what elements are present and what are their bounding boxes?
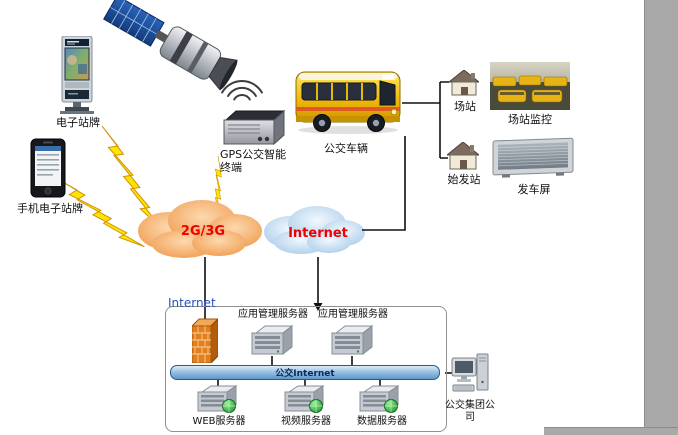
bus-label: 公交车辆: [324, 142, 368, 155]
datacenter-box: [165, 306, 447, 432]
cloud-internet-label: Internet: [288, 226, 348, 241]
company-label: 公交集团公司: [445, 400, 495, 423]
app-server-1-icon: [250, 324, 294, 356]
web-server-icon: [196, 384, 240, 414]
station-monitor-label: 场站监控: [508, 113, 552, 126]
web-server-label: WEB服务器: [192, 416, 246, 427]
gps-terminal-label-line2: 终端: [220, 161, 242, 175]
data-server-label: 数据服务器: [357, 416, 407, 427]
kiosk-label: 电子站牌: [56, 116, 100, 129]
phone-label: 手机电子站牌: [17, 202, 83, 215]
station-label: 场站: [454, 100, 476, 113]
gps-terminal-label: GPS公交智能 终端: [220, 148, 304, 174]
firewall-icon: [190, 317, 220, 365]
kiosk-icon: [52, 35, 102, 114]
led-screen-icon: [492, 136, 576, 180]
gps-terminal-icon: [222, 108, 286, 146]
app-server-1-label: 应用管理服务器: [238, 309, 308, 320]
origin-station-label: 始发站: [447, 173, 481, 186]
connector-server-stubs: [217, 356, 381, 386]
wifi-signal-icon: [221, 80, 263, 101]
phone-icon: [30, 138, 66, 198]
network-bus-label: 公交Internet: [275, 369, 335, 379]
satellite-icon: [103, 0, 238, 91]
data-server-icon: [358, 384, 402, 414]
connector-bus-to-stations: [402, 81, 449, 159]
workstation-icon: [450, 352, 490, 394]
cloud-2g3g-label: 2G/3G: [180, 224, 226, 239]
network-bus-bar: 公交Internet: [170, 365, 440, 380]
page-gutter-bottom: [544, 427, 678, 435]
video-server-icon: [283, 384, 327, 414]
station-house-icon: [447, 69, 481, 96]
app-server-2-label: 应用管理服务器: [318, 309, 388, 320]
page-gutter-right: [644, 0, 678, 435]
video-server-label: 视频服务器: [281, 416, 331, 427]
cloud-internet-shape: [264, 206, 365, 254]
arrowhead-icon: [313, 303, 323, 311]
departure-screen-label: 发车屏: [517, 183, 551, 196]
internet-entry-label: Internet: [168, 296, 216, 310]
gps-terminal-label-line1: GPS公交智能: [220, 148, 287, 161]
bus-icon: [292, 60, 404, 136]
connector-bus-to-internet: [362, 136, 406, 231]
cloud-2g3g-shape: [138, 200, 262, 258]
depot-photo: [490, 62, 570, 110]
app-server-2-icon: [330, 324, 374, 356]
origin-house-icon: [445, 141, 481, 170]
